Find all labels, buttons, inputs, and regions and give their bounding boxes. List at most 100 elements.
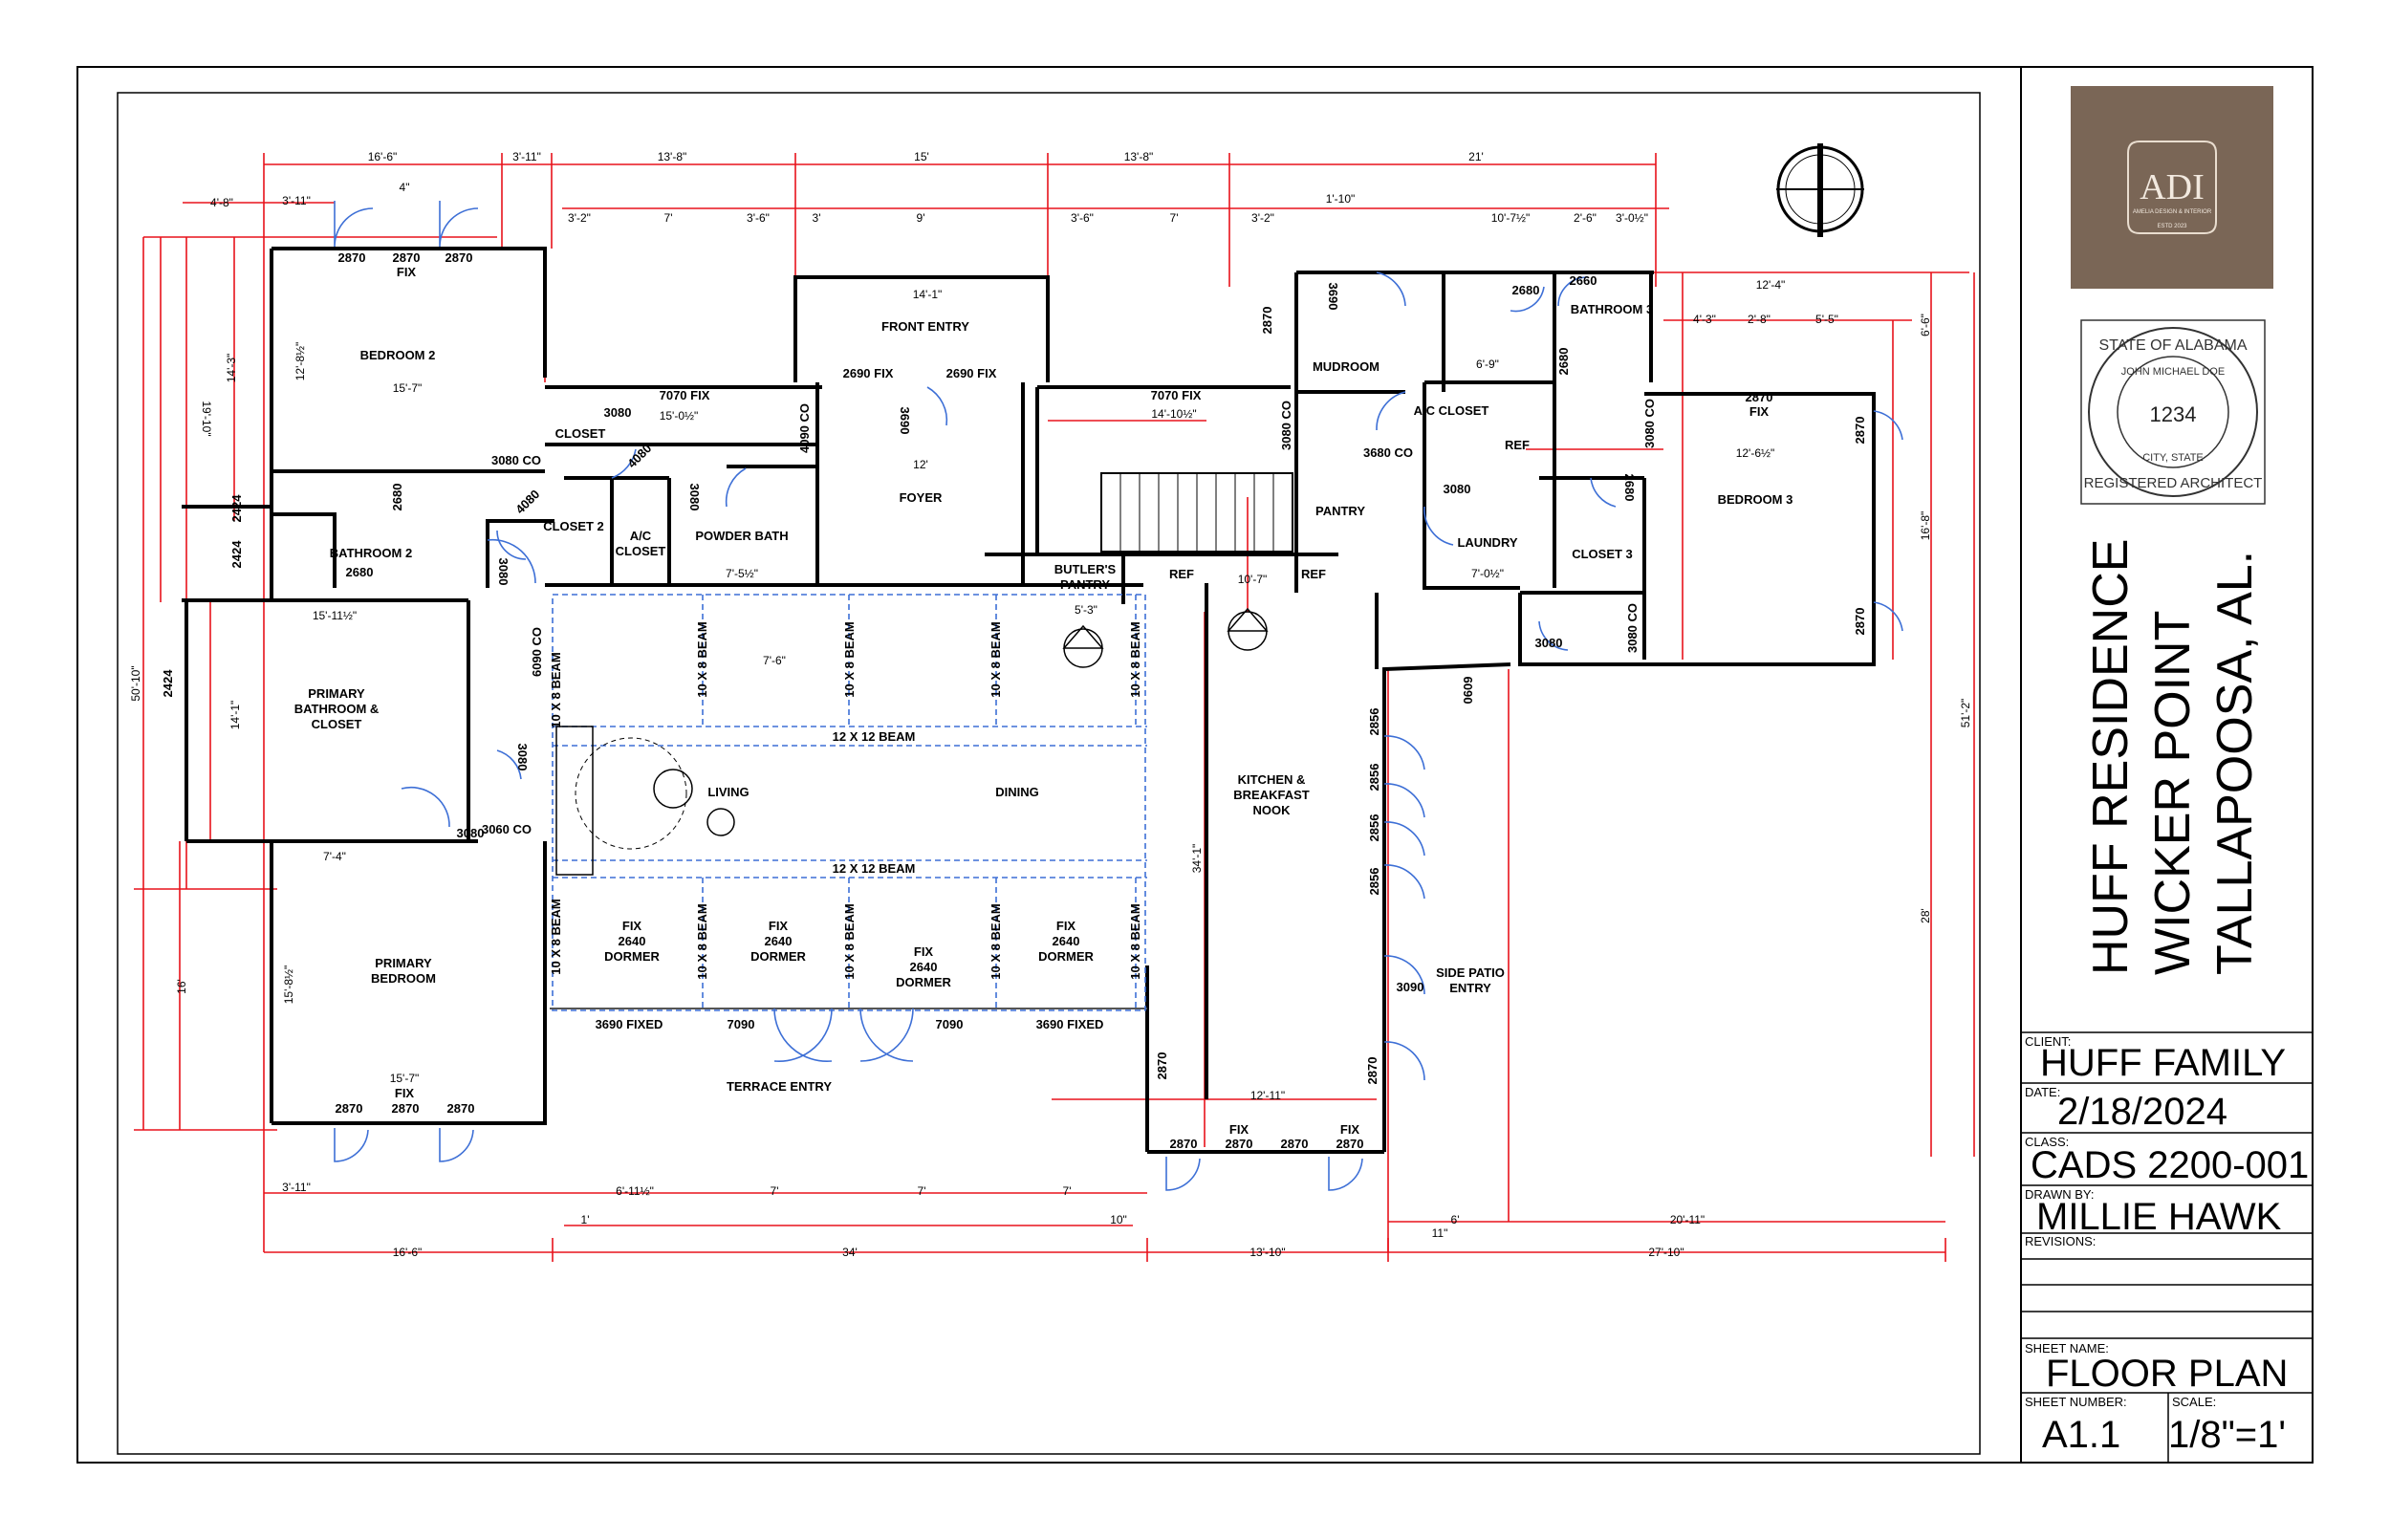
svg-text:ADI: ADI <box>2140 167 2205 207</box>
room-foyer: FOYER <box>900 490 943 505</box>
door-3060-co: 3060 CO <box>482 822 532 836</box>
room-butlers-pantry-1: BUTLER'S <box>1054 562 1117 576</box>
beam-10x8-label: 10 X 8 BEAM <box>1128 621 1142 697</box>
window-2870: 2870 <box>336 1101 363 1116</box>
svg-text:7'-0½": 7'-0½" <box>1471 567 1504 580</box>
beam-10x8-label: 10 X 8 BEAM <box>695 621 709 697</box>
room-primary-bath-3: CLOSET <box>312 717 362 731</box>
door-3080: 3080 <box>457 826 485 840</box>
door-2856: 2856 <box>1367 868 1381 896</box>
architect-seal: 1234 STATE OF ALABAMA JOHN MICHAEL DOE C… <box>2080 319 2266 505</box>
beam-10x8-label: 10 X 8 BEAM <box>989 903 1003 979</box>
svg-text:DATE:: DATE: <box>2025 1085 2060 1099</box>
window-fix: FIX <box>395 1086 415 1100</box>
beam-10x8-label: 10 X 8 BEAM <box>695 903 709 979</box>
project-title-line-3: TALLAPOOSA, AL. <box>2207 551 2263 975</box>
svg-text:5'-5": 5'-5" <box>1815 313 1838 326</box>
door-2856: 2856 <box>1367 814 1381 842</box>
svg-text:5'-3": 5'-3" <box>1075 603 1097 617</box>
svg-text:12': 12' <box>913 458 928 471</box>
door-2680-v: 2680 <box>1622 474 1637 502</box>
class-value: CADS 2200-001 <box>2031 1144 2309 1186</box>
svg-text:16'-8": 16'-8" <box>1919 511 1932 541</box>
door-3080-co-v: 3080 CO <box>1642 399 1657 448</box>
room-side-patio-2: ENTRY <box>1449 981 1491 995</box>
svg-text:15': 15' <box>914 150 929 163</box>
window-2870: 2870 <box>1260 307 1274 335</box>
svg-text:16'-6": 16'-6" <box>368 150 398 163</box>
room-kitchen-1: KITCHEN & <box>1238 772 1306 787</box>
room-mudroom: MUDROOM <box>1313 359 1380 374</box>
door-3080-co-v: 3080 CO <box>1279 401 1293 450</box>
window-2870: 2870 <box>338 250 366 265</box>
window-2690-fix: 2690 FIX <box>946 366 997 380</box>
title-block: ADI AMELIA DESIGN & INTERIOR ESTD 2023 1… <box>2021 86 2313 1463</box>
door-7090-left: 7090 <box>728 1017 755 1031</box>
room-front-entry: FRONT ENTRY <box>881 319 969 334</box>
svg-text:6'-9": 6'-9" <box>1476 358 1499 371</box>
drawn-by-value: MILLIE HAWK <box>2036 1196 2282 1238</box>
walls <box>182 247 1876 1154</box>
svg-text:13'-10": 13'-10" <box>1249 1246 1285 1259</box>
beam-10x8-label: 10 X 8 BEAM <box>1128 903 1142 979</box>
svg-text:1'-10": 1'-10" <box>1326 192 1356 206</box>
svg-text:19'-10": 19'-10" <box>200 401 213 436</box>
svg-text:21': 21' <box>1468 150 1484 163</box>
room-pantry: PANTRY <box>1315 504 1365 518</box>
svg-text:15'-11½": 15'-11½" <box>313 609 357 622</box>
dormer-3-label: DORMER <box>896 975 951 989</box>
window-2870: 2870 <box>447 1101 475 1116</box>
svg-text:7': 7' <box>918 1184 926 1198</box>
dormer-1-size: 2640 <box>619 934 646 948</box>
window-2424: 2424 <box>229 540 244 569</box>
room-laundry: LAUNDRY <box>1457 535 1517 550</box>
svg-text:6': 6' <box>1451 1213 1460 1226</box>
sheet-number-value: A1.1 <box>2042 1414 2120 1456</box>
window-2870: 2870 <box>392 1101 420 1116</box>
window-2870: 2870 <box>393 250 421 265</box>
drawing-border <box>117 92 1981 1455</box>
north-arrow-icon <box>1776 143 1864 237</box>
room-primary-bath-2: BATHROOM & <box>294 702 380 716</box>
svg-text:4": 4" <box>400 181 410 194</box>
window-fix: FIX <box>397 265 417 279</box>
room-closet-2: CLOSET 2 <box>543 519 604 533</box>
door-3690: 3690 <box>898 407 912 435</box>
door-4080: 4080 <box>512 487 542 516</box>
svg-text:1': 1' <box>581 1213 590 1226</box>
door-3080-co: 3080 CO <box>491 453 541 467</box>
svg-text:6'-11½": 6'-11½" <box>616 1184 654 1198</box>
door-3080-v: 3080 <box>687 484 702 511</box>
svg-text:7': 7' <box>1170 211 1179 225</box>
window-2690-fix: 2690 FIX <box>843 366 894 380</box>
svg-text:1234: 1234 <box>2150 402 2197 426</box>
room-butlers-pantry-2: PANTRY <box>1060 577 1110 592</box>
door-3690: 3690 <box>1326 283 1340 311</box>
svg-text:20'-11": 20'-11" <box>1670 1213 1705 1226</box>
door-3080-v: 3080 <box>515 744 530 771</box>
svg-text:12'-4": 12'-4" <box>1756 278 1786 292</box>
door-3080-co-v: 3080 CO <box>1625 603 1640 653</box>
svg-text:7'-5½": 7'-5½" <box>726 567 758 580</box>
dormer-3-fix: FIX <box>914 944 934 959</box>
beam-10x8-label: 10 X 8 BEAM <box>549 652 563 727</box>
room-ac-closet-1: A/C <box>630 529 652 543</box>
svg-text:4'-8": 4'-8" <box>210 196 233 209</box>
svg-text:15'-7": 15'-7" <box>390 1072 420 1085</box>
room-bedroom-3: BEDROOM 3 <box>1718 492 1793 507</box>
window-3690-fixed-left: 3690 FIXED <box>596 1017 663 1031</box>
room-closet: CLOSET <box>555 426 606 441</box>
svg-text:13'-8": 13'-8" <box>658 150 687 163</box>
svg-text:CLIENT:: CLIENT: <box>2025 1034 2071 1049</box>
window-7070-fix: 7070 FIX <box>1151 388 1202 402</box>
refrigerator-ref: REF <box>1301 567 1326 581</box>
room-kitchen-3: NOOK <box>1253 803 1292 817</box>
dormer-2-label: DORMER <box>750 949 806 964</box>
window-2870: 2870 <box>1170 1137 1198 1151</box>
svg-text:11": 11" <box>1432 1226 1448 1240</box>
svg-text:16'-6": 16'-6" <box>393 1246 423 1259</box>
door-4090-co: 4090 CO <box>797 403 812 453</box>
svg-text:4'-3": 4'-3" <box>1693 313 1716 326</box>
window-2424: 2424 <box>161 669 175 698</box>
